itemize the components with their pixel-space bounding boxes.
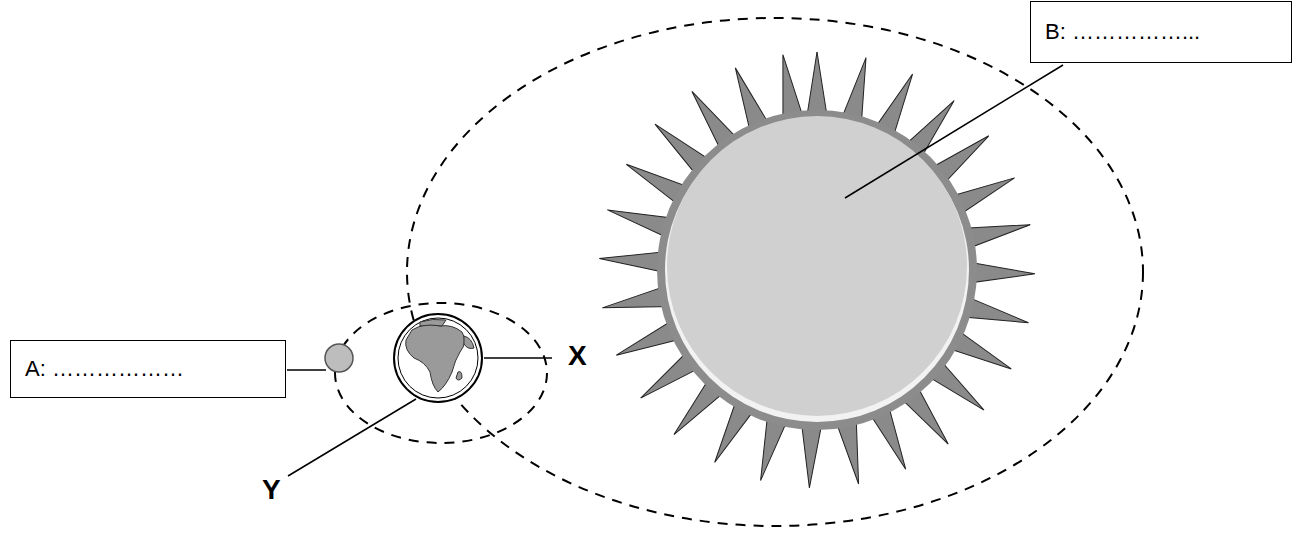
leader-line	[845, 65, 1063, 198]
answer-box: B: ……………...	[1030, 1, 1292, 63]
callout-letter: Y	[262, 474, 281, 506]
box-label: A: ………………	[25, 356, 184, 382]
moon-orbit	[335, 303, 547, 443]
answer-box: A: ………………	[10, 340, 286, 398]
leader-line	[288, 399, 416, 476]
leader-line	[484, 357, 552, 359]
earth	[394, 314, 482, 402]
moon	[325, 344, 353, 372]
earth-orbit	[407, 18, 1143, 526]
leader-line	[287, 369, 326, 371]
sun	[599, 52, 1035, 488]
callout-letter: X	[568, 340, 587, 372]
box-label: B: ……………...	[1045, 19, 1200, 45]
